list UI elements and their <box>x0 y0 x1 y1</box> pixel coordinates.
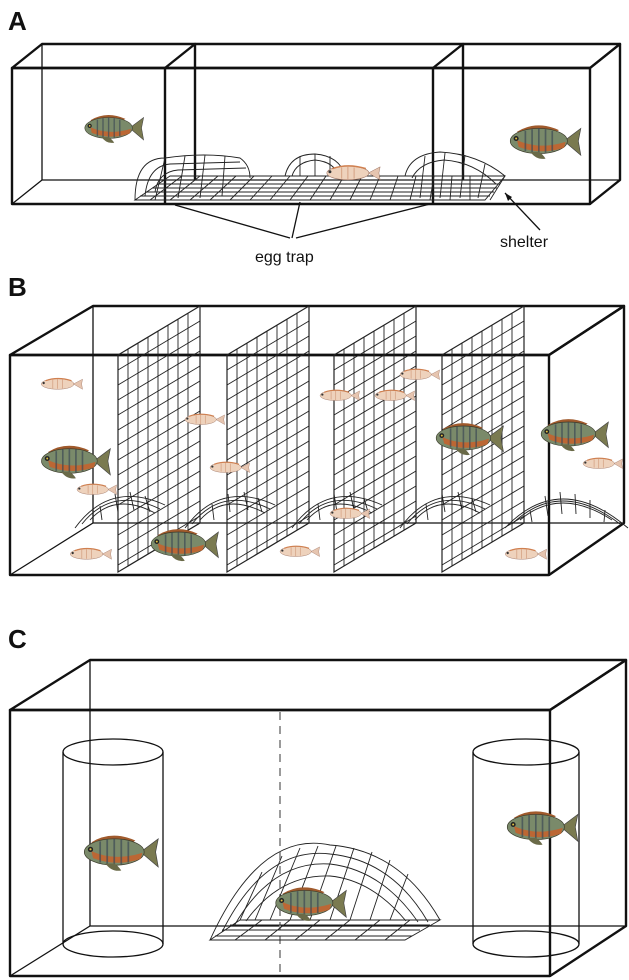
panel-label-c: C <box>8 624 27 654</box>
female-fish-a <box>326 165 381 181</box>
female-fish-b12 <box>504 547 548 560</box>
male-fish-c-left <box>83 834 160 872</box>
female-fish-b4 <box>76 483 118 496</box>
female-fish-b11 <box>582 457 624 470</box>
shelter-arches-a <box>134 151 506 201</box>
female-fish-b3 <box>209 461 251 474</box>
shelter-leader <box>504 192 541 231</box>
panel-label-a: A <box>8 6 27 36</box>
female-fish-b6 <box>279 545 321 558</box>
panel-a: A <box>8 6 622 266</box>
male-fish-b1 <box>40 444 112 480</box>
panel-c: C <box>8 624 628 978</box>
shelter-arches-b <box>74 491 629 529</box>
cylinder-right <box>472 738 580 958</box>
tank-c <box>8 658 628 978</box>
male-fish-c-right <box>506 810 579 846</box>
shelter-label: shelter <box>500 234 549 251</box>
female-fish-b8 <box>374 389 416 402</box>
male-fish-b4 <box>540 418 610 452</box>
male-fish-b3 <box>435 422 505 456</box>
female-fish-b2 <box>184 413 226 426</box>
female-fish-b9 <box>399 368 441 381</box>
egg-trap-c <box>208 842 442 941</box>
cylinder-left <box>62 738 164 958</box>
male-fish-a-left <box>84 114 145 144</box>
egg-trap-a <box>133 151 506 201</box>
panel-b: B <box>8 272 629 577</box>
female-fish-b5 <box>69 547 113 560</box>
tank-b <box>8 304 626 577</box>
egg-trap-label: egg trap <box>255 249 314 266</box>
male-fish-b2 <box>150 528 220 562</box>
female-fish-b1 <box>40 377 84 390</box>
panel-label-b: B <box>8 272 27 302</box>
shelter-arrowhead <box>505 193 512 201</box>
egg-trap-leaders <box>174 201 431 239</box>
male-fish-a-right <box>509 124 582 160</box>
